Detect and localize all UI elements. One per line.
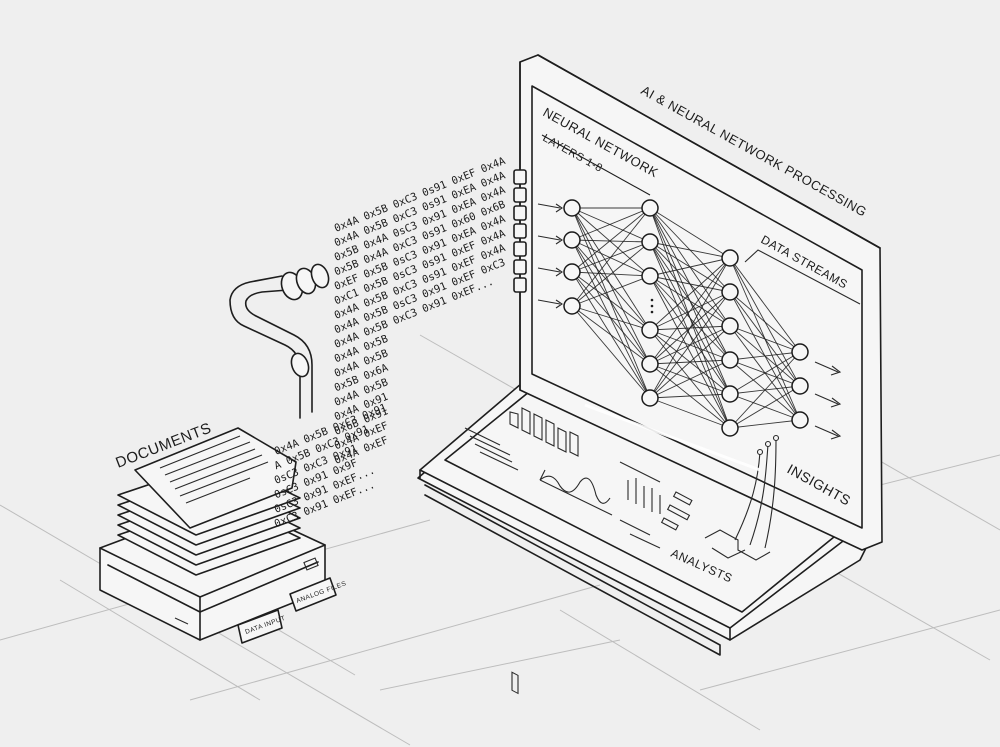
ellipsis-dot: [650, 298, 654, 302]
network-node: [641, 267, 659, 285]
network-node: [721, 283, 739, 301]
text-lines-mini: [464, 427, 519, 471]
network-edge: [649, 291, 731, 399]
network-edge: [649, 275, 731, 293]
network-nodes: [563, 199, 809, 437]
network-edge: [571, 207, 651, 331]
ellipsis-dot: [650, 310, 654, 314]
network-edge: [649, 397, 731, 429]
network-edge: [649, 241, 731, 259]
network-edge: [571, 207, 651, 243]
insight-strands: [734, 434, 780, 549]
network-edge: [571, 239, 651, 243]
network-node: [721, 249, 739, 267]
network-edge: [729, 351, 801, 395]
network-edge: [571, 305, 651, 331]
network-node: [563, 263, 581, 281]
network-edge: [571, 275, 651, 307]
network-edge: [649, 393, 731, 399]
network-edge: [571, 239, 651, 331]
network-edge: [649, 275, 731, 327]
network-node: [641, 321, 659, 339]
network-node: [791, 343, 809, 361]
network-node: [641, 233, 659, 251]
network-edge: [729, 351, 801, 361]
network-edge: [649, 359, 731, 399]
blocks-mini: [619, 491, 693, 549]
network-edge: [729, 385, 801, 429]
network-node: [563, 297, 581, 315]
laptop-base: [417, 371, 871, 656]
network-node: [721, 419, 739, 437]
network-edge: [571, 207, 651, 241]
network-node: [791, 377, 809, 395]
network-node: [563, 199, 581, 217]
network-edge: [571, 241, 651, 307]
network-node: [721, 317, 739, 335]
network-edge: [649, 257, 731, 399]
network-edge: [649, 257, 731, 365]
ellipsis-dot: [650, 304, 654, 308]
network-edge: [649, 275, 731, 361]
network-connections: [571, 207, 801, 429]
network-edge: [571, 207, 651, 273]
network-edge: [649, 275, 731, 395]
network-edge: [649, 257, 731, 331]
bar-chart-mini: [509, 407, 579, 457]
network-edge: [729, 291, 801, 353]
network-node: [791, 411, 809, 429]
network-edge: [571, 239, 651, 399]
wave-chart-mini: [539, 469, 613, 516]
network-edge: [571, 207, 651, 277]
network-edge: [571, 305, 651, 365]
laptop-screen: [513, 54, 883, 551]
columns-mini: [619, 461, 661, 514]
network-edge: [571, 239, 651, 365]
network-node: [563, 231, 581, 249]
network-edge: [729, 257, 801, 353]
network-edge: [571, 207, 651, 307]
network-edge: [649, 275, 731, 429]
network-edge: [571, 207, 651, 365]
network-edge: [571, 271, 651, 331]
network-edge: [729, 351, 801, 429]
output-arrows: [814, 361, 842, 440]
network-edge: [649, 257, 731, 277]
network-node: [641, 389, 659, 407]
network-edge: [571, 305, 651, 399]
analytics-dashboard: [464, 407, 771, 695]
data-input-tag: DATA INPUT: [237, 609, 286, 644]
network-node: [721, 351, 739, 369]
data-pipe: [229, 263, 330, 419]
paper-stack: [117, 427, 301, 576]
network-edge: [649, 325, 731, 399]
network-edge: [649, 207, 731, 259]
network-edge: [571, 239, 651, 277]
network-edge: [571, 207, 651, 399]
network-edge: [729, 325, 801, 353]
flow-chart-mini: [704, 529, 771, 561]
screen-ports: [513, 169, 527, 293]
network-node: [641, 199, 659, 217]
network-node: [641, 355, 659, 373]
input-arrows: [537, 203, 563, 309]
network-node: [721, 385, 739, 403]
network-edge: [729, 419, 801, 429]
